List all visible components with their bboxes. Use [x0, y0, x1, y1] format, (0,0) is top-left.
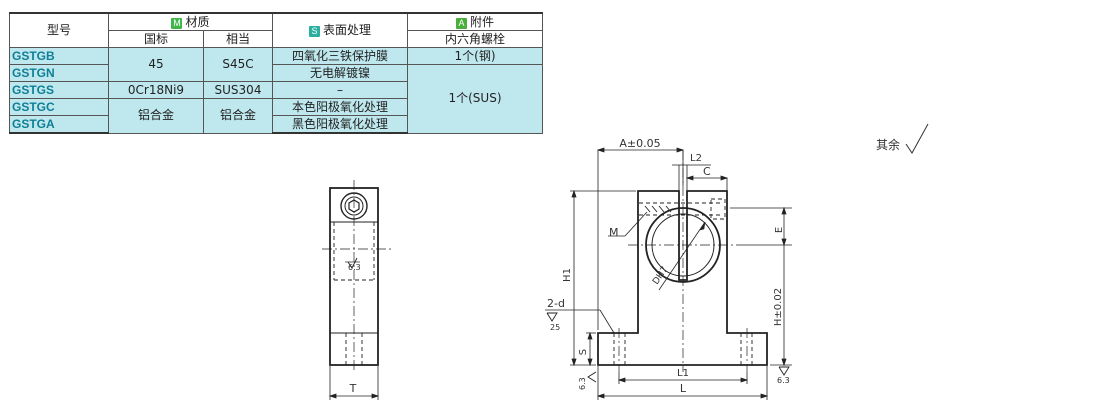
roughness-label: 6.3	[348, 263, 361, 272]
dim-h-label: H±0.02	[773, 288, 784, 326]
dim-l2-label: L2	[690, 153, 702, 164]
surface-treatment: 无电解镀镍	[272, 64, 408, 82]
roughness-check-icon	[905, 123, 929, 154]
dim-e-label: E	[774, 227, 785, 233]
material-gb: 0Cr18Ni9	[108, 81, 204, 99]
roughness-25-label: 25	[550, 323, 560, 332]
dim-s-label: S	[578, 349, 589, 355]
model-code: GSTGN	[9, 64, 109, 82]
rest-note: 其余	[876, 137, 900, 152]
surface-treatment: 四氧化三铁保护膜	[272, 47, 408, 65]
roughness-63-right-label: 6.3	[777, 376, 790, 385]
material-gb: 45	[108, 47, 204, 82]
surface-badge-icon: S	[308, 26, 320, 37]
surface-treatment: 黑色阳极氧化处理	[272, 115, 408, 134]
dim-2d-label: 2-d	[547, 297, 565, 310]
dim-m-label: M	[609, 226, 619, 239]
surface-treatment: –	[272, 81, 408, 99]
model-code: GSTGB	[9, 47, 109, 65]
dim-c-label: C	[703, 165, 711, 178]
dim-h1-label: H1	[562, 268, 573, 282]
accessory: 1个(钢)	[407, 47, 543, 65]
dim-l-label: L	[680, 382, 687, 395]
material-equivalent: SUS304	[203, 81, 273, 99]
material-equivalent: S45C	[203, 47, 273, 82]
accessory: 1个(SUS)	[407, 64, 543, 134]
dim-a-label: A±0.05	[619, 137, 660, 150]
dim-t-label: T	[349, 382, 357, 395]
accessory-badge-icon: A	[455, 17, 467, 29]
header-equivalent: 相当	[203, 30, 273, 48]
material-gb: 铝合金	[108, 98, 204, 134]
model-code: GSTGA	[9, 115, 109, 134]
roughness-63-left-label: 6.3	[578, 377, 587, 390]
dim-l1-label: L1	[677, 368, 689, 379]
header-model: 型号	[9, 12, 109, 48]
front-view	[545, 147, 792, 400]
material-badge-icon: M	[171, 17, 183, 29]
model-code: GSTGC	[9, 98, 109, 116]
model-code: GSTGS	[9, 81, 109, 99]
surface-treatment: 本色阳极氧化处理	[272, 98, 408, 116]
header-gb: 国标	[108, 30, 204, 48]
material-equivalent: 铝合金	[203, 98, 273, 134]
side-view	[322, 180, 392, 400]
